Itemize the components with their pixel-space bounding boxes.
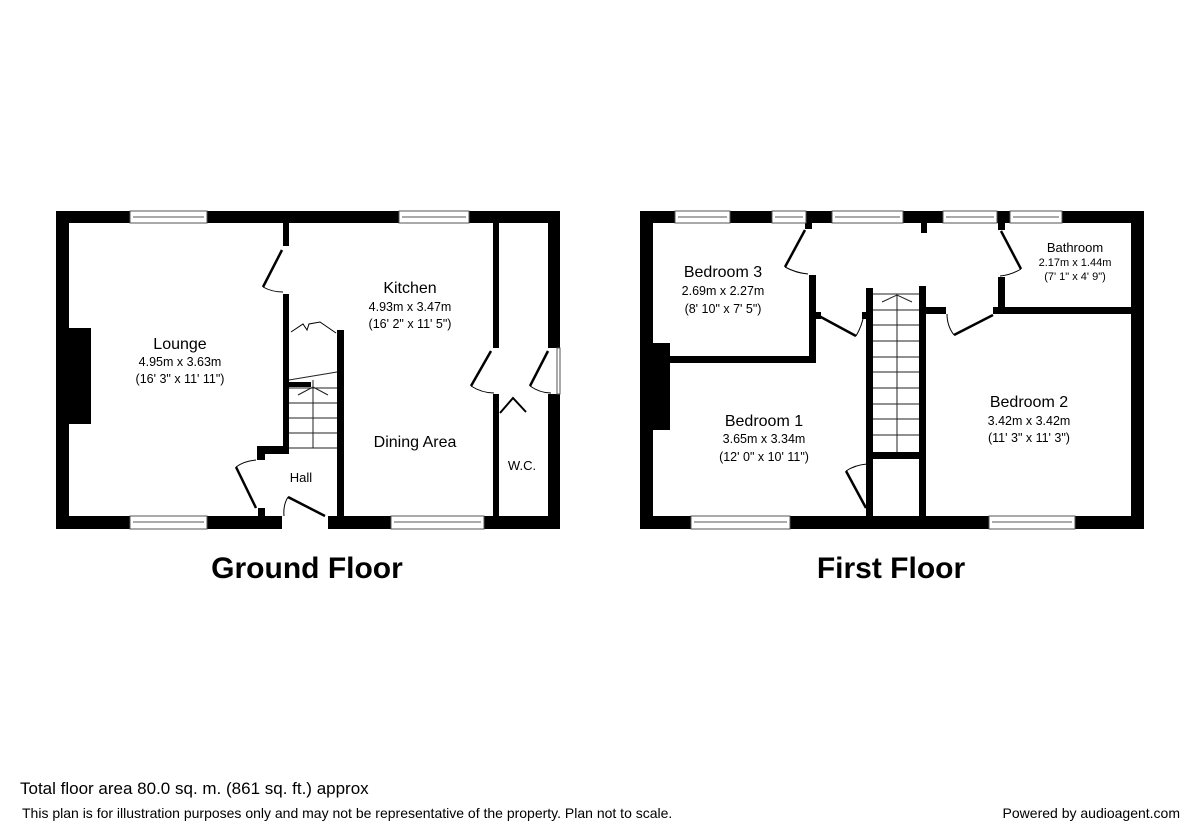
bathroom-label: Bathroom [1047, 240, 1103, 255]
door-bedroom3[interactable] [783, 229, 809, 275]
door-wc[interactable] [499, 396, 527, 414]
stair-left-wall [866, 288, 873, 518]
bedroom3-door-jamb [805, 223, 812, 229]
lounge-kitchen-wall-top [283, 223, 289, 246]
door-hall-lounge[interactable] [234, 459, 258, 509]
stair-kitchen-wall [337, 330, 344, 520]
door-lounge-kitchen[interactable] [261, 249, 284, 293]
ground-floor-title: Ground Floor [211, 552, 403, 585]
bedroom3-door-stop [815, 312, 821, 319]
door-front-entrance[interactable] [283, 495, 326, 518]
lounge-chimney-breast [69, 328, 91, 424]
door-rear-external[interactable] [528, 350, 552, 394]
window-landing-b [942, 210, 998, 224]
bedroom1-imperial: (12' 0" x 10' 11") [719, 450, 809, 464]
lounge-kitchen-wall [283, 294, 289, 454]
ground-wall-right-lower [548, 394, 560, 529]
ground-wall-right-upper [548, 211, 560, 348]
hall-wall-notch-vert [257, 446, 265, 460]
window-bedroom3-a [674, 210, 731, 224]
bedroom1-label: Bedroom 1 [725, 413, 803, 430]
bathroom-left-wall [998, 277, 1005, 314]
bathroom-metric: 2.17m x 1.44m [1039, 257, 1112, 269]
hall-door-jamb [258, 508, 265, 518]
bedroom3-imperial: (8' 10" x 7' 5") [685, 302, 762, 316]
bathroom-door-jamb [998, 223, 1005, 230]
lounge-imperial: (16' 3" x 11' 11") [136, 372, 225, 386]
window-landing-a [831, 210, 904, 224]
wc-external-door-opening [556, 347, 561, 395]
window-lounge-top [129, 210, 208, 224]
window-dining-bottom [390, 515, 485, 530]
first-floor-plan: Bedroom 3 2.69m x 2.27m (8' 10" x 7' 5")… [640, 210, 1144, 585]
lounge-label: Lounge [153, 336, 206, 353]
first-wall-right [1131, 211, 1144, 529]
ground-floor-staircase [288, 371, 338, 449]
bedroom3-metric: 2.69m x 2.27m [682, 284, 765, 298]
bedroom1-chimney-breast [653, 343, 670, 430]
bedroom2-imperial: (11' 3" x 11' 3") [988, 431, 1070, 445]
door-kitchen-corridor[interactable] [469, 350, 495, 394]
bedroom2-label: Bedroom 2 [990, 394, 1068, 411]
door-bedroom1[interactable] [818, 313, 865, 338]
door-bathroom[interactable] [999, 230, 1023, 277]
window-bedroom2 [988, 515, 1076, 530]
ground-wall-left [56, 211, 69, 529]
bedroom1-door-jamb [866, 510, 872, 518]
bedroom3-label: Bedroom 3 [684, 264, 762, 281]
kitchen-label: Kitchen [383, 280, 436, 297]
stair-door-stop [862, 312, 868, 319]
kitchen-imperial: (16' 2" x 11' 5") [369, 317, 452, 331]
first-wall-left [640, 211, 653, 529]
door-bedroom2[interactable] [946, 313, 994, 337]
bedroom2-wall-left-stub [926, 307, 946, 314]
bedroom3-right-wall [809, 275, 816, 363]
lounge-metric: 4.95m x 3.63m [139, 355, 222, 369]
window-bedroom3-b [771, 210, 807, 224]
window-lounge-bottom [129, 515, 208, 530]
hall-wall-notch [257, 446, 289, 454]
window-bathroom [1009, 210, 1063, 224]
first-floor-title: First Floor [817, 552, 966, 585]
hall-label: Hall [290, 470, 313, 485]
stair-right-wall [919, 286, 926, 518]
powered-by-credit: Powered by audioagent.com [1002, 805, 1180, 821]
stair-bottom-wall [873, 452, 919, 459]
total-floor-area: Total floor area 80.0 sq. m. (861 sq. ft… [20, 779, 369, 798]
bedroom3-bottom-wall [653, 356, 816, 363]
door-stair-cupboard [290, 321, 337, 334]
window-bedroom1 [690, 515, 791, 530]
bathroom-imperial: (7' 1" x 4' 9") [1044, 271, 1106, 283]
bedroom2-metric: 3.42m x 3.42m [988, 414, 1071, 428]
first-floor-staircase [873, 293, 919, 452]
disclaimer-text: This plan is for illustration purposes o… [22, 805, 673, 821]
kitchen-metric: 4.93m x 3.47m [369, 300, 452, 314]
bathroom-bottom-wall [993, 307, 1131, 314]
wc-label: W.C. [508, 458, 536, 473]
ground-floor-plan: Lounge 4.95m x 3.63m (16' 3" x 11' 11") … [56, 210, 561, 585]
kitchen-corridor-wall-upper [493, 223, 499, 348]
stair-cupboard-wall [289, 382, 311, 387]
bedroom1-metric: 3.65m x 3.34m [723, 432, 806, 446]
kitchen-corridor-wall-lower [493, 394, 499, 520]
landing-wall-stub [921, 223, 927, 233]
door-bedroom1-lower[interactable] [844, 463, 868, 509]
window-kitchen-top [398, 210, 470, 224]
dining-area-label: Dining Area [374, 434, 457, 451]
